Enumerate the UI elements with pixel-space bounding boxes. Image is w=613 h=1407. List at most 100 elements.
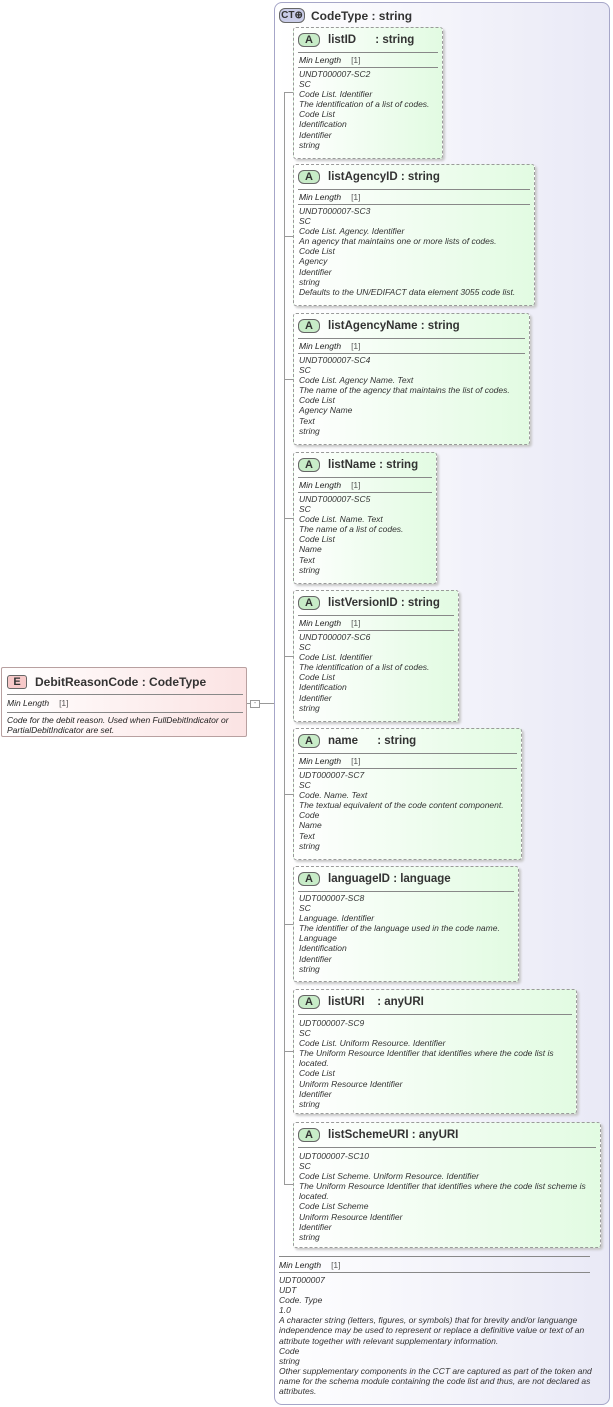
attribute-header: A languageID : language <box>298 872 451 886</box>
attribute-list-agency-id[interactable]: A listAgencyID : string Min Length[1] UN… <box>293 164 535 306</box>
attribute-badge-icon: A <box>298 1128 320 1142</box>
element-debit-reason-code[interactable]: E DebitReasonCode : CodeType Min Length[… <box>1 667 247 737</box>
doc-line: Other supplementary components in the CC… <box>279 1365 592 1397</box>
complex-type-header: CT⊕ CodeType : string <box>279 8 412 23</box>
facet-value: [1] <box>331 1260 341 1270</box>
attribute-list-uri[interactable]: A listURI : anyURI UDT000007-SC9 SC Code… <box>293 989 577 1114</box>
doc-line: SC <box>299 780 311 791</box>
doc-line: An agency that maintains one or more lis… <box>299 236 497 247</box>
doc-line: SC <box>299 365 311 376</box>
attribute-facet: Min Length[1] <box>299 480 361 490</box>
doc-line: Code List Scheme <box>299 1201 369 1212</box>
doc-line: string <box>299 963 320 974</box>
doc-line: SC <box>299 216 311 227</box>
attribute-connector-tick <box>284 794 294 795</box>
attribute-name[interactable]: A name : string Min Length[1] UDT000007-… <box>293 728 522 860</box>
doc-line: The Uniform Resource Identifier that ide… <box>299 1048 554 1069</box>
attribute-header: A listName : string <box>298 458 418 472</box>
attribute-list-agency-name[interactable]: A listAgencyName : string Min Length[1] … <box>293 313 530 445</box>
doc-line: Code List. Name. Text <box>299 514 383 525</box>
doc-line: Identification <box>299 943 347 954</box>
doc-line: Identification <box>299 119 347 130</box>
doc-line: UDT000007-SC10 <box>299 1151 369 1161</box>
doc-line: Code List. Agency. Identifier <box>299 226 405 237</box>
divider <box>298 492 432 493</box>
attribute-header: A listID : string <box>298 33 414 47</box>
attribute-list-id[interactable]: A listID : string Min Length[1] UNDT0000… <box>293 27 443 159</box>
sequence-compositor-icon[interactable]: - <box>250 700 260 708</box>
attribute-header: A listAgencyName : string <box>298 319 460 333</box>
facet-value: [1] <box>351 192 361 202</box>
doc-line: Text <box>299 830 315 841</box>
attribute-name: listName : string <box>328 459 419 471</box>
doc-line: A character string (letters, figures, or… <box>279 1315 585 1346</box>
doc-line: Code List Scheme. Uniform Resource. Iden… <box>299 1171 479 1182</box>
attribute-documentation: UDT000007-SC7 SC Code. Name. Text The te… <box>299 770 517 851</box>
attribute-badge-icon: A <box>298 319 320 333</box>
doc-line: Code <box>279 1345 300 1356</box>
doc-line: Code List <box>299 534 335 545</box>
doc-line: Code List. Agency Name. Text <box>299 375 414 386</box>
attribute-list-scheme-uri[interactable]: A listSchemeURI : anyURI UDT000007-SC10 … <box>293 1122 601 1248</box>
doc-line: Code List. Identifier <box>299 89 373 100</box>
attribute-language-id[interactable]: A languageID : language UDT000007-SC8 SC… <box>293 866 519 982</box>
element-facet: Min Length[1] <box>7 698 69 708</box>
doc-line: 1.0 <box>279 1305 291 1316</box>
doc-line: string <box>299 564 320 575</box>
doc-line: The textual equivalent of the code conte… <box>299 800 504 811</box>
facet-label: Min Length <box>299 55 342 65</box>
doc-line: Language <box>299 933 337 944</box>
attribute-list-version-id[interactable]: A listVersionID : string Min Length[1] U… <box>293 590 459 722</box>
attribute-facet: Min Length[1] <box>299 341 361 351</box>
divider <box>298 630 454 631</box>
attribute-list-name[interactable]: A listName : string Min Length[1] UNDT00… <box>293 452 437 584</box>
doc-line: Text <box>299 415 315 426</box>
element-documentation: Code for the debit reason. Used when Ful… <box>7 715 229 735</box>
attribute-badge-icon: A <box>298 33 320 47</box>
doc-line: UDT000007-SC9 <box>299 1018 365 1028</box>
attribute-documentation: UNDT000007-SC6 SC Code List. Identifier … <box>299 632 454 713</box>
doc-line: Name <box>299 544 322 555</box>
facet-label: Min Length <box>279 1260 322 1270</box>
element-type: : CodeType <box>141 675 207 689</box>
complex-type-badge-icon: CT⊕ <box>279 8 305 23</box>
doc-line: Language. Identifier <box>299 913 375 924</box>
attribute-header: A listVersionID : string <box>298 596 440 610</box>
divider <box>298 1014 572 1015</box>
attribute-type: : language <box>393 873 451 885</box>
divider <box>7 694 243 695</box>
divider <box>298 477 432 478</box>
attribute-connector-tick <box>284 1184 294 1185</box>
doc-line: Identifier <box>299 953 332 964</box>
divider <box>279 1272 590 1273</box>
doc-line: SC <box>299 79 311 90</box>
attribute-name-label: name : string <box>328 735 417 747</box>
doc-line: Identifier <box>299 692 332 703</box>
doc-line: SC <box>299 903 311 914</box>
doc-line: UNDT000007-SC3 <box>299 206 371 216</box>
doc-line: UNDT000007-SC5 <box>299 494 371 504</box>
doc-line: string <box>299 425 320 436</box>
attribute-type: : anyURI <box>377 996 424 1008</box>
doc-line: Code List <box>299 395 335 406</box>
doc-line: The name of the agency that maintains th… <box>299 385 510 396</box>
doc-line: Uniform Resource Identifier <box>299 1211 403 1222</box>
doc-line: Code List <box>299 109 335 120</box>
attribute-badge-icon: A <box>298 995 320 1009</box>
doc-line: Code List <box>299 1068 335 1079</box>
attribute-connector-tick <box>284 924 294 925</box>
facet-value: [1] <box>351 756 361 766</box>
facet-label: Min Length <box>299 756 342 766</box>
connector-line <box>260 703 284 704</box>
doc-line: string <box>299 276 320 287</box>
divider <box>298 1147 596 1148</box>
doc-line: SC <box>299 1161 311 1172</box>
doc-line: Agency Name <box>299 405 353 416</box>
attribute-name: listSchemeURI : anyURI <box>328 1129 459 1141</box>
attribute-type: : string <box>375 34 415 46</box>
doc-line: Code List <box>299 672 335 683</box>
divider <box>7 712 243 713</box>
attribute-connector-line <box>284 92 285 1184</box>
doc-line: Code List. Uniform Resource. Identifier <box>299 1038 446 1049</box>
attribute-type: : string <box>420 320 460 332</box>
